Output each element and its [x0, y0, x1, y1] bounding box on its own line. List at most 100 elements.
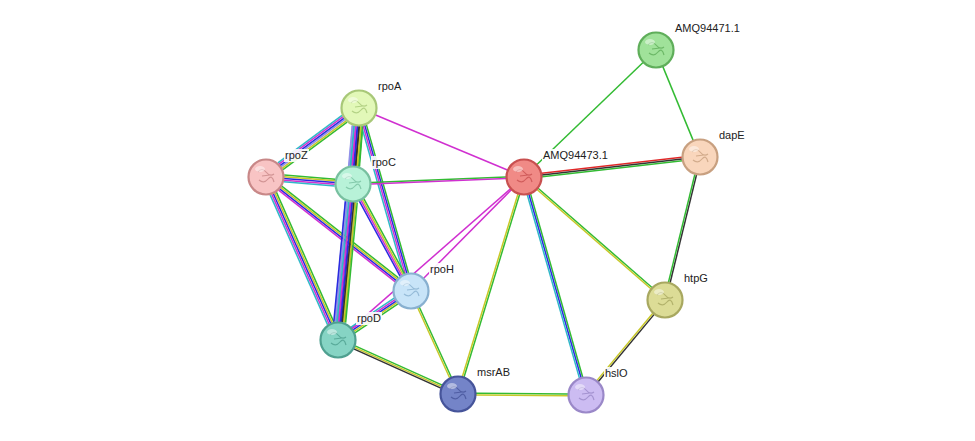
evidence-line [598, 314, 654, 381]
node-circle [681, 138, 719, 176]
evidence-line [538, 188, 652, 287]
evidence-line [280, 118, 344, 166]
evidence-line [352, 189, 511, 328]
evidence-line [361, 126, 403, 274]
evidence-line [279, 117, 343, 165]
interaction-edge [351, 298, 398, 333]
evidence-line [273, 193, 330, 323]
node-circle [505, 158, 543, 196]
node-label: dapE [718, 129, 746, 142]
node-circle [637, 31, 675, 69]
protein-node: htpG [646, 281, 684, 319]
interaction-edge [418, 307, 452, 378]
evidence-line [340, 126, 358, 322]
evidence-line [281, 119, 345, 167]
node-label: AMQ94471.1 [674, 22, 741, 35]
evidence-line [351, 298, 394, 327]
evidence-line [464, 194, 520, 377]
interaction-edge [278, 115, 347, 169]
node-circle [646, 281, 684, 319]
node-label: rpoZ [284, 149, 309, 162]
evidence-line [272, 194, 329, 324]
evidence-line [476, 393, 568, 395]
evidence-line [418, 308, 450, 378]
protein-node: rpoC [334, 165, 372, 203]
interaction-edge [537, 188, 652, 289]
interaction-edge [462, 194, 519, 377]
node-label: rpoA [377, 80, 402, 93]
evidence-line [282, 121, 346, 169]
evidence-line [335, 202, 347, 322]
evidence-line [338, 126, 356, 322]
protein-node: dapE [681, 138, 719, 176]
evidence-line [364, 199, 405, 274]
evidence-line [275, 193, 332, 323]
interaction-edge [361, 125, 408, 275]
interaction-edge [359, 199, 404, 277]
protein-node: rpoZ [247, 158, 285, 196]
evidence-line [283, 122, 347, 170]
evidence-line [363, 126, 405, 274]
evidence-line [353, 301, 396, 330]
evidence-line [670, 175, 696, 283]
evidence-line [352, 300, 395, 329]
interaction-edge [597, 313, 654, 381]
evidence-line [354, 349, 441, 388]
node-label: rpoC [371, 156, 397, 169]
protein-node: AMQ94473.1 [505, 158, 543, 196]
node-circle [247, 158, 285, 196]
node-label: msrAB [476, 366, 511, 379]
interaction-edge [476, 393, 568, 395]
protein-node: msrAB [439, 375, 477, 413]
protein-node: rpoA [340, 89, 378, 127]
protein-node: AMQ94471.1 [637, 31, 675, 69]
node-circle [334, 165, 372, 203]
evidence-line [276, 192, 333, 322]
node-circle [567, 376, 605, 414]
interaction-edge [371, 177, 506, 184]
evidence-line [355, 346, 442, 385]
evidence-line [278, 115, 342, 163]
evidence-line [335, 125, 353, 321]
interaction-edge [284, 175, 336, 186]
interaction-edge [334, 201, 357, 322]
evidence-line [476, 394, 568, 396]
interaction-edge [335, 125, 363, 322]
interaction-edge [270, 192, 334, 325]
interaction-edge [352, 189, 511, 328]
interaction-edge [668, 174, 696, 282]
evidence-line [531, 194, 583, 377]
protein-node: rpoH [392, 272, 430, 310]
interaction-edge [354, 346, 443, 388]
evidence-line [597, 313, 653, 380]
evidence-line [359, 201, 400, 276]
evidence-line [419, 307, 451, 377]
protein-node: hslO [567, 376, 605, 414]
node-label: rpoH [429, 263, 455, 276]
interaction-edge [663, 67, 693, 141]
interaction-edge [537, 62, 643, 164]
node-label: AMQ94473.1 [542, 149, 609, 162]
evidence-line [282, 186, 399, 278]
node-circle [392, 272, 430, 310]
node-circle [439, 375, 477, 413]
node-label: hslO [604, 367, 629, 380]
evidence-line [668, 174, 694, 282]
evidence-line [537, 62, 643, 164]
evidence-line [361, 200, 402, 275]
evidence-line [354, 347, 441, 386]
protein-node: rpoD [319, 321, 357, 359]
node-label: rpoD [356, 312, 382, 325]
evidence-line [462, 194, 518, 377]
evidence-line [537, 189, 651, 288]
evidence-line [542, 161, 682, 177]
evidence-line [663, 67, 693, 141]
evidence-line [362, 199, 403, 274]
evidence-line [354, 302, 397, 331]
evidence-line [270, 195, 327, 325]
node-label: htpG [683, 272, 709, 285]
evidence-line [355, 304, 398, 333]
node-circle [319, 321, 357, 359]
evidence-line [336, 126, 354, 322]
